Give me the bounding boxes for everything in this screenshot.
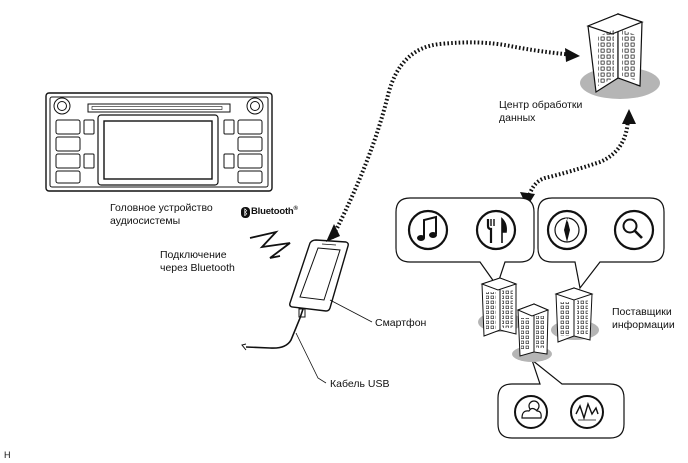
- bluetooth-connection-label: Подключение через Bluetooth: [160, 249, 235, 274]
- bluetooth-signal-icon: [249, 230, 291, 259]
- compass-icon: N: [546, 209, 588, 251]
- bluetooth-icon: ᛒ: [241, 207, 250, 219]
- usb-cable-label: Кабель USB: [330, 378, 390, 390]
- data-center-illustration: [580, 13, 660, 99]
- smartphone-label: Смартфон: [375, 317, 427, 329]
- data-center-label: Центр обработки данных: [499, 99, 583, 124]
- restaurant-icon: [475, 209, 517, 251]
- smartphone-leader-line: [329, 299, 373, 323]
- head-unit-label: Головное устройство аудиосистемы: [110, 202, 213, 227]
- providers-label: Поставщики информации: [612, 306, 675, 331]
- usb-leader-line: [295, 332, 327, 384]
- svg-text:N: N: [565, 218, 569, 224]
- smartphone-illustration: [241, 239, 349, 351]
- head-unit-illustration: [45, 92, 273, 192]
- search-icon: [613, 209, 655, 251]
- weather-icon: [514, 395, 548, 429]
- traffic-icon: [570, 395, 604, 429]
- music-note-icon: [407, 209, 449, 251]
- corner-code: H: [4, 450, 11, 460]
